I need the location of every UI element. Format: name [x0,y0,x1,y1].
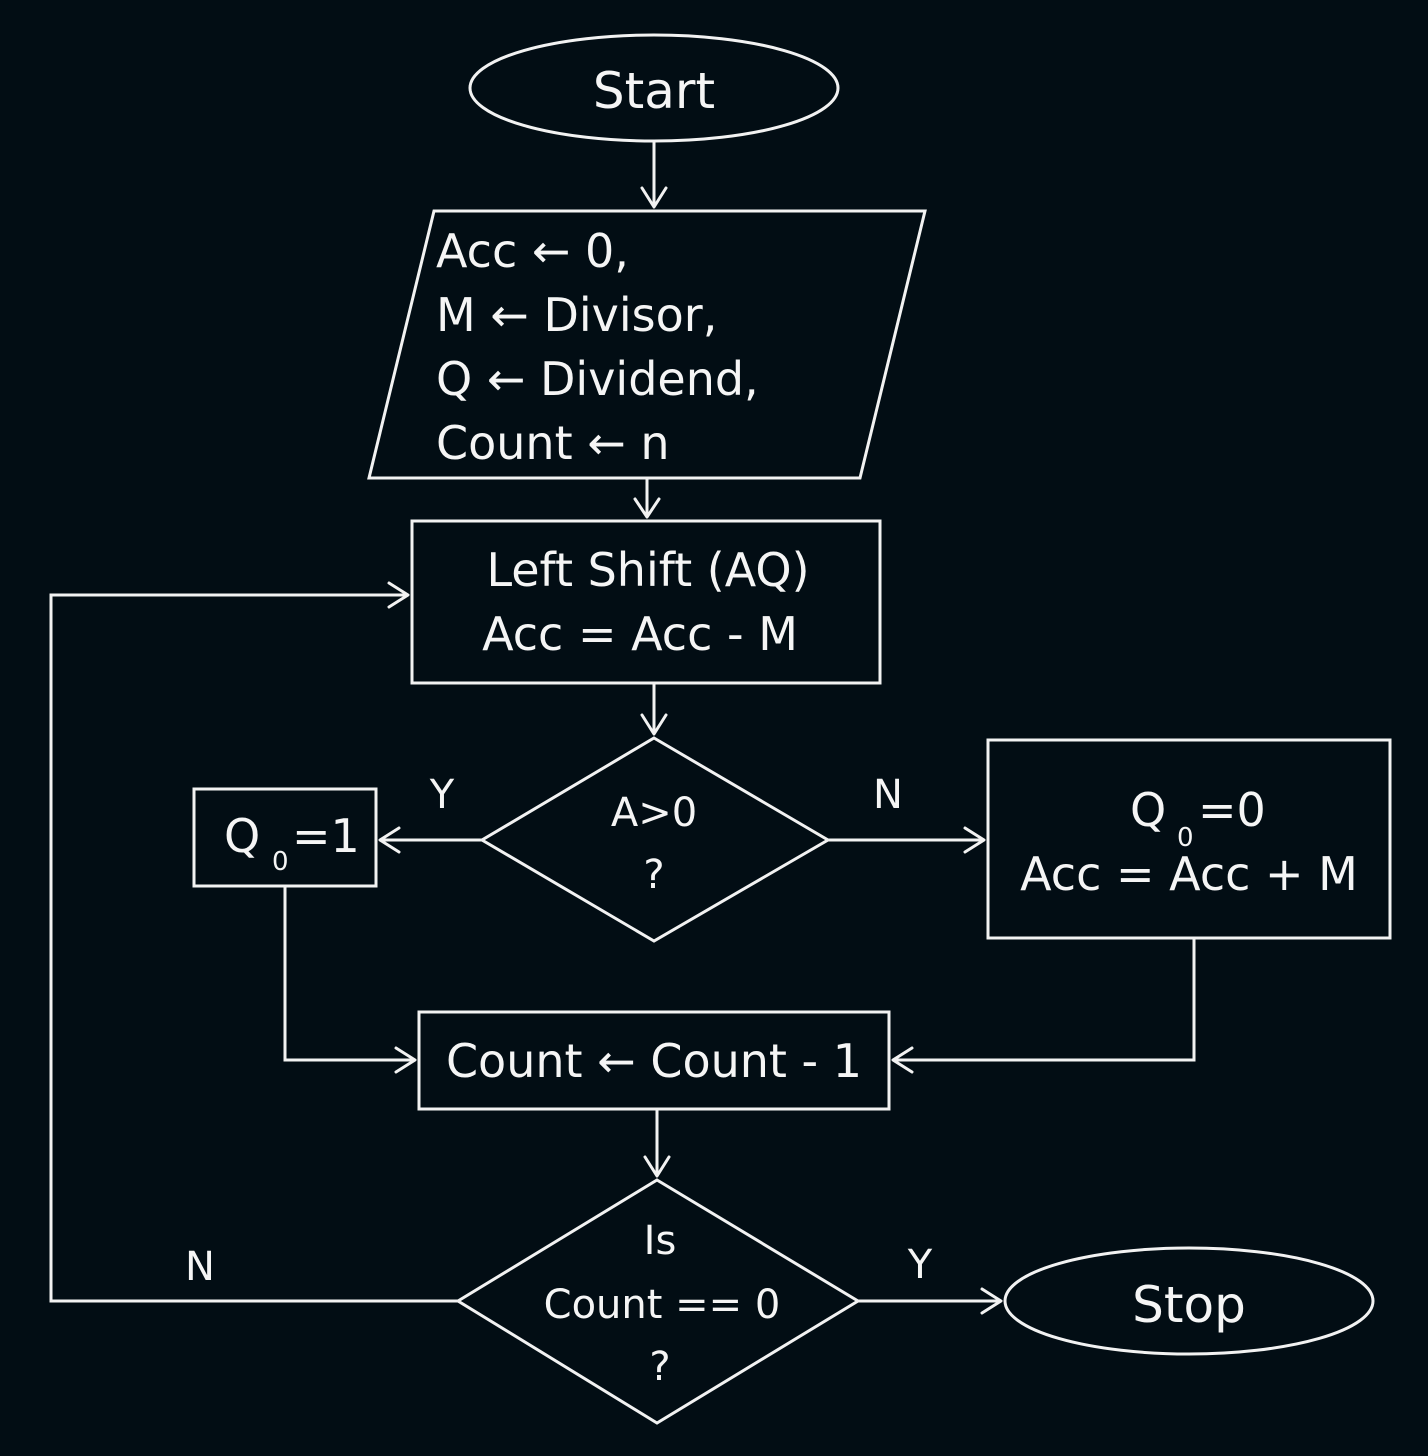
init-parallelogram [367,209,927,480]
decision-count-line-2: Count == 0 [544,1282,781,1328]
stop-label: Stop [1132,1276,1246,1334]
decision-count-no-label: N [185,1244,215,1290]
decrement-box [417,1010,891,1111]
q-zero-box [986,738,1392,940]
connector-q-zero-to-decrement [891,938,1196,1074]
connector-decision-a-yes [378,826,482,854]
connector-q-one-to-decrement [283,886,417,1074]
decision-a-diamond [479,736,831,943]
decision-count-diamond [455,1178,861,1425]
connector-init-to-shift [633,478,661,519]
decision-count-line-3: ? [649,1344,670,1390]
init-line-2: M ← Divisor, [436,288,717,342]
shift-process-box [410,519,882,685]
connector-decision-a-no [828,826,986,854]
decision-a-yes-label: Y [429,772,455,818]
init-line-3: Q ← Dividend, [436,352,759,406]
q-zero-line-2: Acc = Acc + M [1020,847,1358,901]
connector-decision-count-no-loop [49,581,458,1303]
decision-count-line-1: Is [644,1218,677,1264]
decision-a-no-label: N [873,772,903,818]
stop-terminal [1003,1246,1375,1356]
shift-line-2: Acc = Acc - M [482,607,798,661]
q-one-rest: =1 [292,809,360,863]
q-one-main: Q [224,809,260,863]
decision-a-line-1: A>0 [611,790,697,836]
decision-a-line-2: ? [643,852,664,898]
decrement-label: Count ← Count - 1 [446,1034,862,1088]
init-line-1: Acc ← 0, [436,224,629,278]
connector-start-to-init [640,141,668,209]
init-line-4: Count ← n [436,416,670,470]
decision-count-yes-label: Y [907,1242,933,1288]
connector-shift-to-decision-a [640,683,668,736]
start-label: Start [593,62,715,120]
q-one-subscript: 0 [272,847,289,877]
q-zero-main: Q [1130,783,1166,837]
q-zero-rest: =0 [1198,783,1266,837]
q-zero-subscript: 0 [1177,823,1194,853]
shift-line-1: Left Shift (AQ) [486,543,809,597]
connector-decision-count-yes [858,1287,1003,1315]
connector-decrement-to-decision-count [643,1109,671,1178]
